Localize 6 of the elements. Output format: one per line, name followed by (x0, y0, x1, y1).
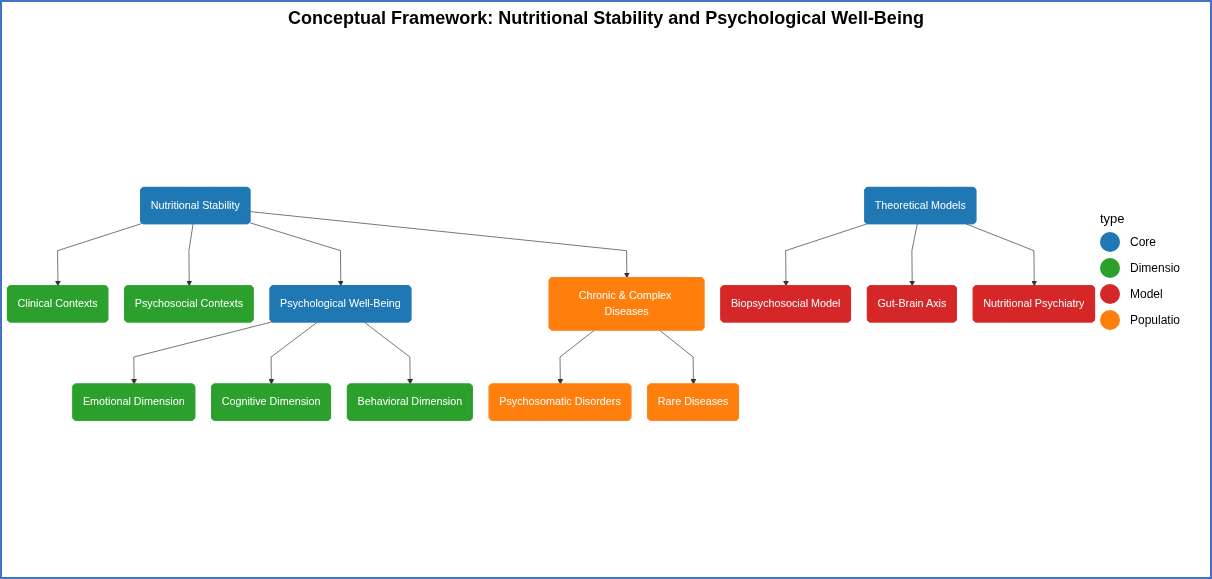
legend-label: Model (1130, 287, 1163, 301)
legend-label: Core (1130, 235, 1156, 249)
legend-label: Populatio (1130, 313, 1181, 327)
diagram-title: Conceptual Framework: Nutritional Stability and Psychological Well-Being (287, 8, 925, 29)
legend-title: type (1100, 211, 1126, 226)
legend-label: Dimensio (1130, 261, 1180, 275)
